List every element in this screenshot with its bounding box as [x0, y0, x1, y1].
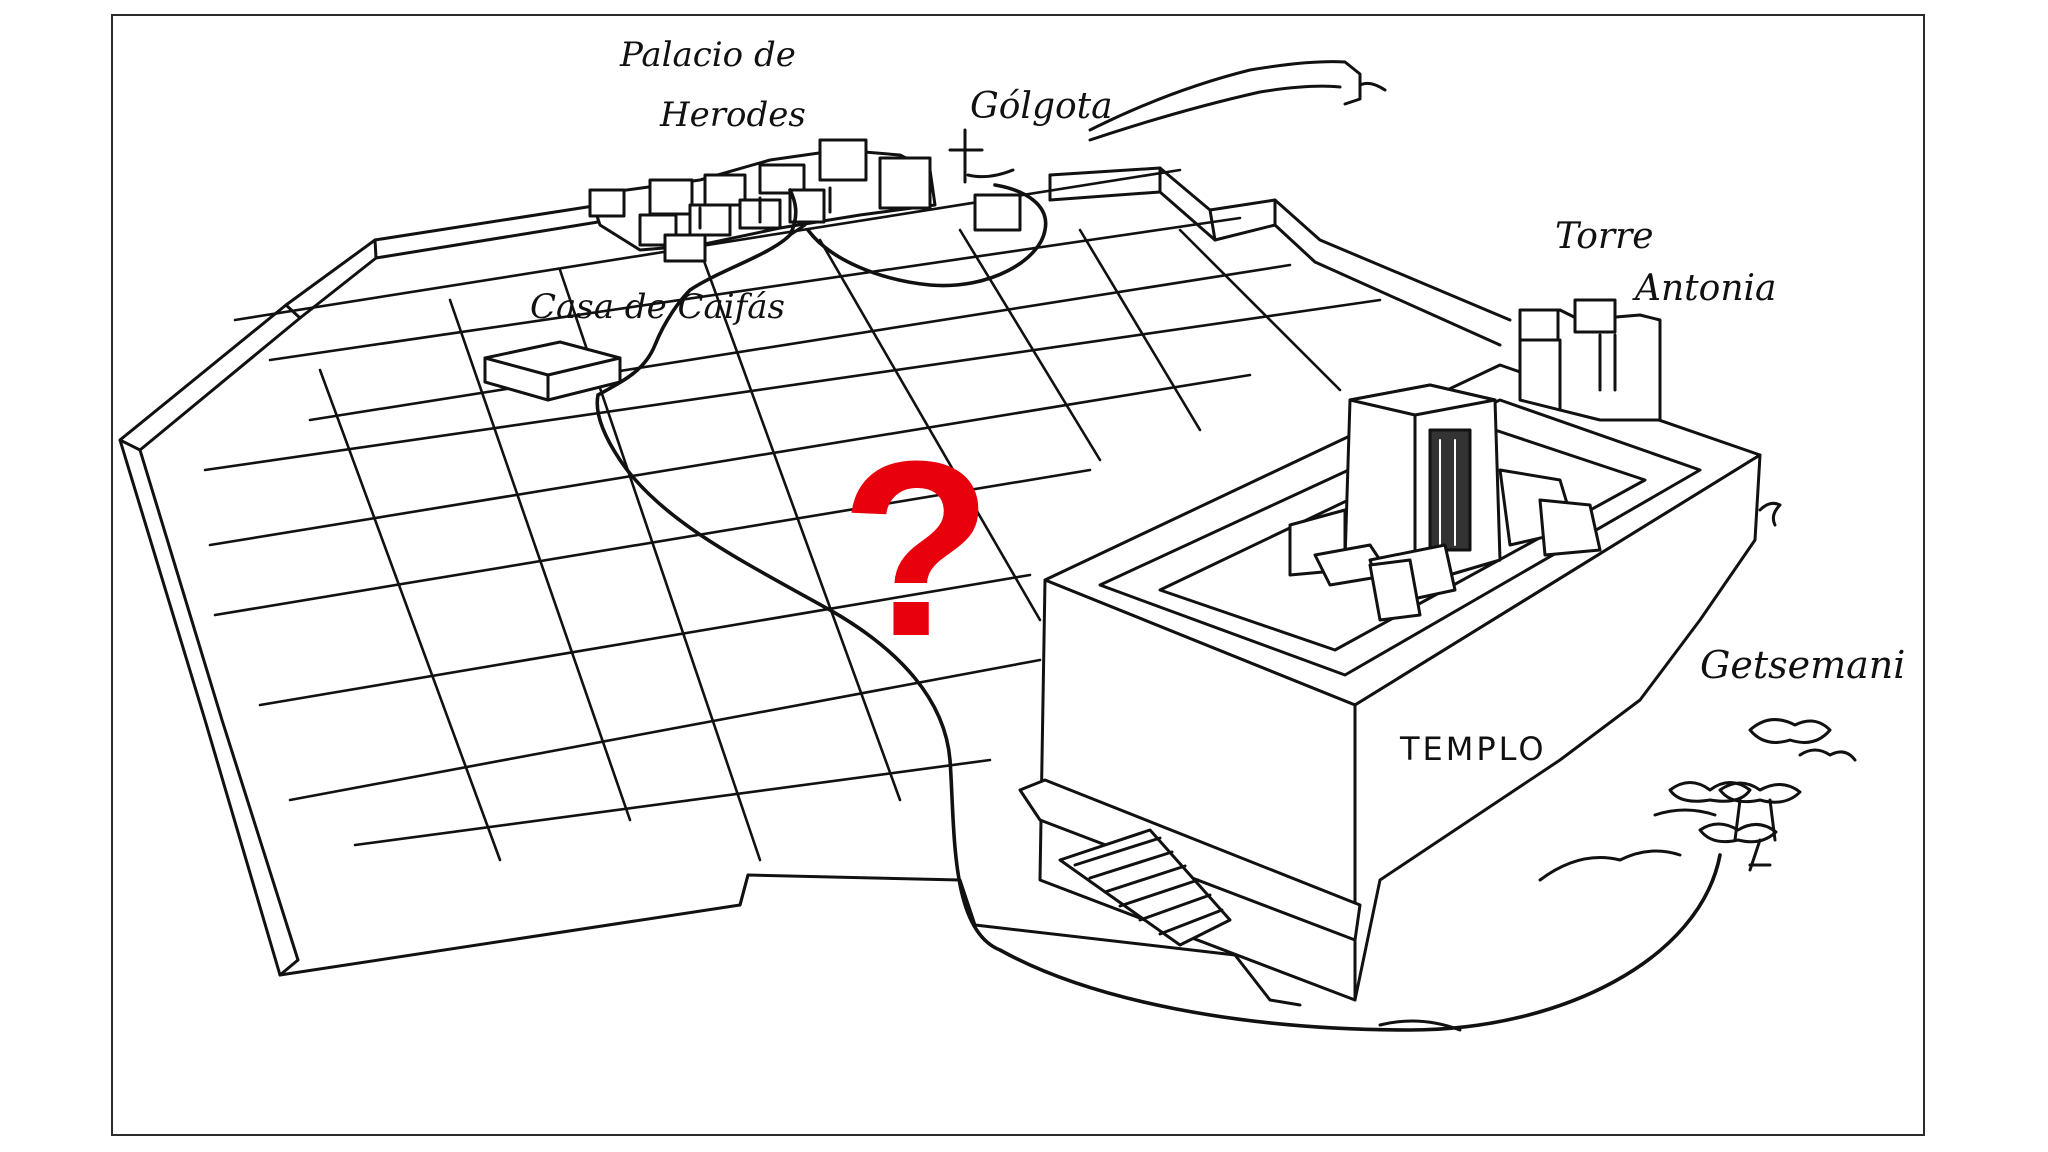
herod-palace — [588, 138, 1022, 263]
label-caifas: Casa de Caifás — [530, 287, 785, 327]
label-palace-line1: Palacio de — [619, 35, 796, 75]
label-torre-line1: Torre — [1555, 216, 1654, 257]
passion-route — [595, 183, 1722, 1032]
route-branch — [788, 223, 807, 237]
caiaphas-house — [483, 340, 622, 402]
antonia-fortress — [1518, 298, 1662, 422]
temple-stairs — [1058, 828, 1232, 947]
label-templo: TEMPLO — [1399, 730, 1547, 768]
northern-ridge — [1088, 60, 1387, 142]
temple-sanctuary — [1288, 383, 1602, 622]
label-golgota: Gólgota — [970, 86, 1113, 127]
city-walls — [118, 166, 1512, 1007]
label-getsemani: Getsemani — [1700, 643, 1905, 687]
golgota-cross — [948, 128, 1015, 184]
label-palace-line2: Herodes — [659, 95, 806, 135]
question-mark: ? — [840, 409, 993, 688]
gethsemane-trees — [1653, 718, 1857, 872]
label-torre-line2: Antonia — [1632, 268, 1777, 309]
